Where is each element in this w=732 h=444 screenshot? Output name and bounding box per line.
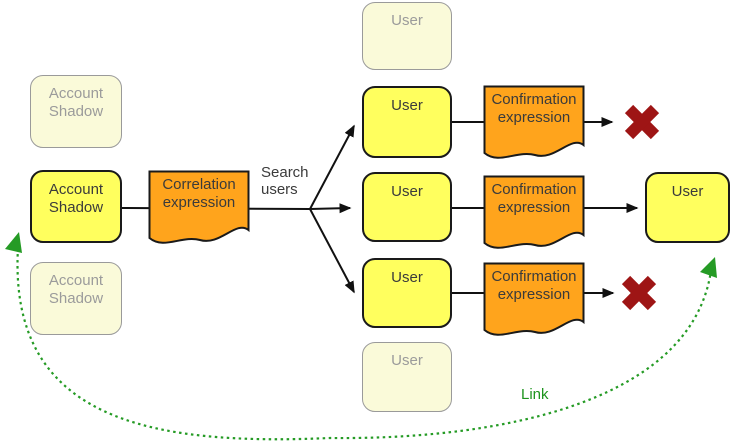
fan-arrow-middle <box>309 203 352 214</box>
confirmation-expression-label: Confirmation expression <box>491 181 577 216</box>
user-node-result: User <box>645 172 730 243</box>
user-label: User <box>671 183 704 200</box>
user-label: User <box>391 352 423 369</box>
confirmation-expression-label: Confirmation expression <box>491 268 577 303</box>
confirmation-expression-label: Confirmation expression <box>491 91 577 126</box>
document-shape <box>483 175 585 249</box>
document-shape <box>483 85 585 159</box>
correlation-expression-label: Correlation expression <box>162 176 236 211</box>
user-label: User <box>391 12 423 29</box>
user-label: User <box>391 183 423 200</box>
document-shape <box>148 170 250 244</box>
user-node-1: User <box>362 86 452 158</box>
reject-icon-2 <box>619 273 659 313</box>
account-shadow-label: Account Shadow <box>48 85 104 120</box>
account-shadow-node-faded-bottom: Account Shadow <box>30 262 122 335</box>
account-shadow-node-faded-top: Account Shadow <box>30 75 122 148</box>
account-shadow-label: Account Shadow <box>48 181 104 216</box>
link-arrowhead-left <box>5 232 22 253</box>
fan-arrow-bottom <box>309 208 355 294</box>
search-users-label: Search users <box>261 164 309 198</box>
user-node-faded-top: User <box>362 2 452 70</box>
link-label: Link <box>521 386 549 403</box>
user-node-3: User <box>362 258 452 328</box>
account-shadow-node-active: Account Shadow <box>30 170 122 243</box>
link-arrowhead-right <box>700 257 717 278</box>
confirmation-expression-doc-3: Confirmation expression <box>483 262 585 340</box>
confirmation-expression-doc-2: Confirmation expression <box>483 175 585 253</box>
user-node-faded-bottom: User <box>362 342 452 412</box>
correlation-expression-doc: Correlation expression <box>148 170 250 248</box>
document-shape <box>483 262 585 336</box>
user-label: User <box>391 97 423 114</box>
reject-icon-1 <box>622 102 662 142</box>
account-shadow-label: Account Shadow <box>48 272 104 307</box>
user-label: User <box>391 269 423 286</box>
confirmation-expression-doc-1: Confirmation expression <box>483 85 585 163</box>
user-node-2: User <box>362 172 452 242</box>
